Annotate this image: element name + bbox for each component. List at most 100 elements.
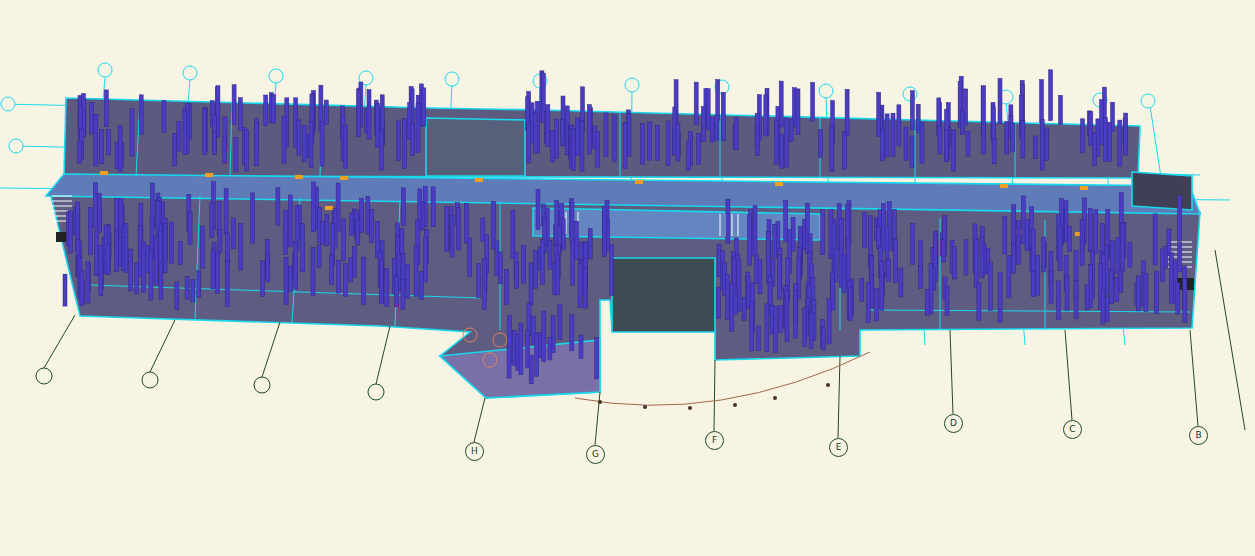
- illuminance-bar: [910, 136, 914, 167]
- illuminance-bar: [337, 260, 341, 293]
- illuminance-bar: [527, 124, 531, 163]
- illuminance-bar: [529, 263, 533, 305]
- illuminance-bar: [1031, 272, 1035, 297]
- illuminance-bar: [224, 189, 228, 235]
- illuminance-bar: [264, 95, 268, 126]
- illuminance-bar: [511, 210, 515, 258]
- illuminance-bar: [938, 126, 942, 155]
- illuminance-bar: [784, 200, 788, 241]
- illuminance-bar: [966, 131, 970, 156]
- illuminance-bar: [561, 219, 565, 250]
- illuminance-bar: [866, 282, 870, 323]
- illuminance-bar: [737, 260, 741, 311]
- illuminance-bar: [283, 210, 287, 255]
- illuminance-bar: [104, 90, 108, 127]
- illuminance-bar: [904, 127, 908, 160]
- illuminance-bar: [1121, 223, 1125, 272]
- illuminance-bar: [414, 246, 418, 296]
- illuminance-bar: [877, 92, 881, 136]
- illuminance-bar: [964, 240, 968, 275]
- illuminance-bar: [401, 188, 405, 226]
- illuminance-bar: [897, 105, 901, 146]
- illuminance-bar: [842, 254, 846, 292]
- illuminance-bar: [556, 254, 560, 295]
- illuminance-bar: [548, 240, 552, 269]
- illuminance-bars: [63, 70, 1187, 384]
- illuminance-bar: [575, 221, 579, 259]
- illuminance-bar: [99, 245, 103, 295]
- illuminance-bar: [666, 121, 670, 166]
- illuminance-bar: [349, 258, 353, 282]
- illuminance-bar: [197, 271, 201, 298]
- illuminance-bar: [234, 138, 238, 172]
- illuminance-bar: [309, 121, 313, 167]
- illuminance-bar: [982, 124, 986, 154]
- site-points: [598, 383, 830, 410]
- illuminance-bar: [980, 237, 984, 278]
- illuminance-bar: [223, 136, 227, 163]
- grid-bubbles-bottom: [36, 368, 384, 400]
- illuminance-bar: [419, 271, 423, 299]
- illuminance-bar: [1167, 229, 1171, 256]
- room-walls: [90, 100, 1190, 330]
- illuminance-bar: [612, 115, 616, 162]
- illuminance-bar: [261, 261, 265, 297]
- illuminance-bar: [687, 141, 691, 171]
- illuminance-bar: [558, 304, 562, 339]
- illuminance-bar: [945, 109, 949, 161]
- illuminance-bar: [730, 284, 734, 332]
- illuminance-bar: [416, 103, 420, 152]
- illuminance-bar: [311, 247, 315, 295]
- illuminance-bar: [988, 262, 992, 311]
- illuminance-bar: [570, 315, 574, 351]
- doors: [100, 171, 1088, 236]
- illuminance-bar: [609, 245, 613, 295]
- illuminance-bar: [960, 110, 964, 134]
- illuminance-bar: [725, 274, 729, 319]
- illuminance-bar: [450, 215, 454, 257]
- illuminance-bar: [154, 236, 158, 285]
- illuminance-bar: [505, 269, 509, 304]
- illuminance-bar: [551, 131, 555, 162]
- illuminance-bar: [555, 119, 559, 158]
- illuminance-bar: [734, 118, 738, 150]
- illuminance-bar: [385, 268, 389, 306]
- illuminance-bar: [1115, 277, 1119, 302]
- illuminance-bar: [1057, 281, 1061, 320]
- illuminance-bar: [170, 222, 174, 264]
- illuminance-bar: [411, 123, 415, 156]
- illuminance-bar: [1007, 256, 1011, 298]
- illuminance-bar: [764, 95, 768, 136]
- illuminance-bar: [232, 218, 236, 249]
- illuminance-bar: [1094, 210, 1098, 254]
- illuminance-bar: [773, 307, 777, 353]
- illuminance-bar: [579, 335, 583, 358]
- illuminance-bar: [63, 274, 67, 306]
- illuminance-bar: [342, 219, 346, 260]
- illuminance-bar: [887, 259, 891, 281]
- illuminance-bar: [701, 107, 705, 142]
- illuminance-bar: [288, 195, 292, 247]
- illuminance-bar: [1105, 297, 1109, 322]
- illuminance-bar: [445, 207, 449, 252]
- illuminance-bar: [515, 262, 519, 288]
- illuminance-bar: [529, 355, 533, 384]
- illuminance-bar: [317, 245, 321, 268]
- illuminance-bar: [655, 126, 659, 161]
- illuminance-bar: [130, 109, 134, 157]
- illuminance-bar: [200, 226, 204, 269]
- illuminance-bar: [571, 128, 575, 170]
- illuminance-bar: [1080, 220, 1084, 266]
- illuminance-bar: [998, 79, 1002, 124]
- illuminance-bar: [1088, 208, 1092, 252]
- illuminance-bar: [998, 272, 1002, 322]
- illuminance-bar: [875, 288, 879, 321]
- illuminance-bar: [522, 245, 526, 283]
- illuminance-bar: [534, 251, 538, 289]
- illuminance-bar: [580, 120, 584, 171]
- illuminance-bar: [94, 230, 98, 275]
- illuminance-bar: [1128, 242, 1132, 267]
- illuminance-bar: [742, 297, 746, 320]
- illuminance-bar: [1049, 270, 1053, 303]
